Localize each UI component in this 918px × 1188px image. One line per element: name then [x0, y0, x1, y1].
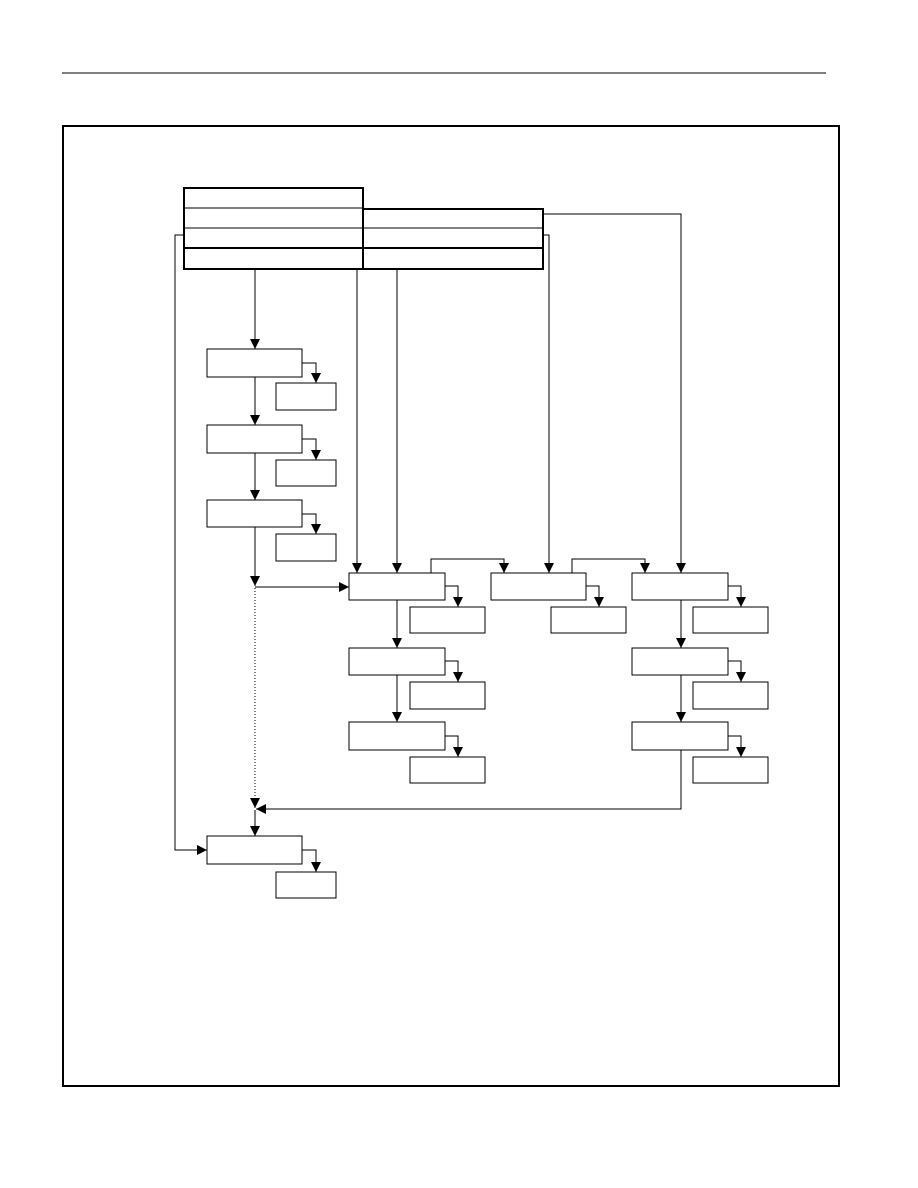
note-connector-d3: [728, 735, 746, 757]
note-connector-a1: [302, 362, 321, 383]
table-left: [183, 187, 364, 270]
process-box-b1: [348, 572, 446, 601]
process-box-a2: [206, 424, 303, 454]
arrow-b1-to-c1: [430, 558, 509, 573]
note-connector-d1: [728, 585, 746, 607]
process-box-d3: [631, 721, 729, 751]
note-box-b2: [409, 681, 486, 710]
note-connector-d2: [728, 660, 746, 682]
note-connector-b3: [445, 735, 463, 757]
table-right: [362, 208, 544, 270]
process-box-e1: [206, 835, 303, 865]
process-box-c1: [490, 572, 587, 601]
note-box-a1: [275, 382, 337, 411]
note-box-c1: [550, 606, 627, 634]
note-connector-a2: [302, 438, 321, 460]
note-box-a3: [275, 533, 337, 562]
note-box-d1: [692, 606, 769, 634]
note-connector-b1: [445, 585, 463, 607]
note-connector-c1: [586, 585, 604, 607]
process-box-b3: [348, 721, 446, 751]
arrow-table-to-e1: [174, 234, 207, 855]
arrow-table-right-to-c1: [543, 234, 554, 573]
note-box-e1: [275, 871, 337, 899]
note-box-b1: [409, 606, 486, 634]
note-connector-a3: [302, 513, 321, 534]
connectors: [174, 213, 746, 872]
process-box-b2: [348, 647, 446, 676]
process-box-a1: [206, 348, 303, 378]
arrow-table-right-to-d1: [543, 213, 686, 573]
note-box-b3: [409, 756, 486, 784]
process-box-d2: [631, 647, 729, 676]
note-connector-e1: [302, 849, 321, 872]
arrow-d3-to-merge: [256, 750, 682, 814]
process-box-a3: [206, 499, 303, 528]
process-box-d1: [631, 572, 729, 601]
arrow-c1-to-d1: [571, 558, 650, 573]
note-box-d3: [692, 756, 769, 784]
note-connector-b2: [445, 660, 463, 682]
diagram-frame: [62, 125, 840, 1087]
note-box-a2: [275, 459, 337, 487]
note-box-d2: [692, 681, 769, 710]
